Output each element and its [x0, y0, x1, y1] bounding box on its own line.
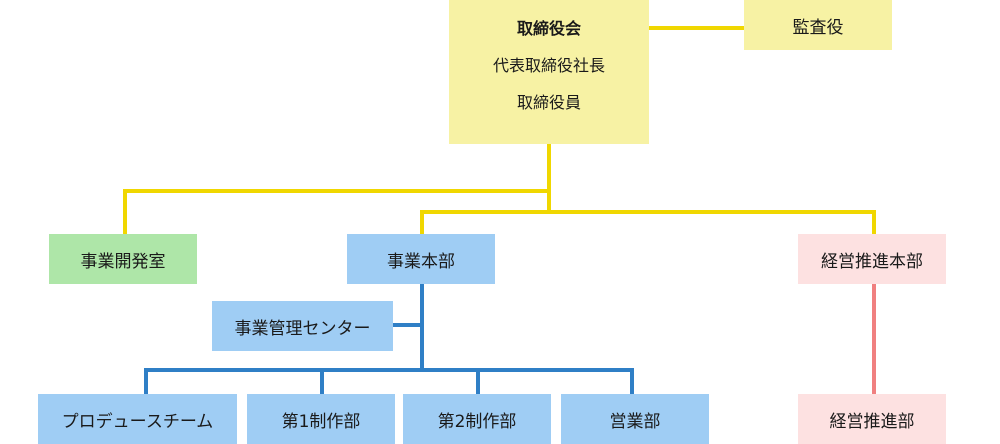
connector-branch-dev-office	[123, 189, 551, 193]
business-dev-office-box: 事業開発室	[49, 234, 197, 284]
connector-branch-depts	[144, 368, 634, 372]
connector-drop-dev-office	[123, 189, 127, 234]
production-dept-1-box: 第1制作部	[247, 394, 395, 444]
produce-team-box: プロデュースチーム	[38, 394, 237, 444]
connector-management-center	[393, 323, 424, 327]
connector-branch-hqs	[420, 210, 876, 214]
board-box: 取締役会 代表取締役社長 取締役員	[449, 0, 649, 144]
connector-board-auditor	[648, 26, 744, 30]
connector-drop-production-1	[320, 368, 324, 394]
business-management-center-box: 事業管理センター	[212, 301, 393, 351]
connector-business-hq-down	[420, 284, 424, 370]
board-member-directors: 取締役員	[516, 93, 581, 112]
connector-drop-sales	[630, 368, 634, 394]
management-promotion-dept-box: 経営推進部	[798, 394, 946, 444]
auditor-box: 監査役	[744, 0, 892, 50]
production-dept-2-box: 第2制作部	[403, 394, 551, 444]
board-title: 取締役会	[516, 19, 581, 38]
board-member-president: 代表取締役社長	[492, 56, 605, 75]
sales-dept-box: 営業部	[561, 394, 709, 444]
connector-drop-production-2	[476, 368, 480, 394]
connector-drop-business-hq	[420, 210, 424, 234]
connector-drop-promotion-hq	[872, 210, 876, 234]
connector-drop-produce-team	[144, 368, 148, 394]
business-hq-box: 事業本部	[347, 234, 495, 284]
connector-promotion-hq-down	[872, 284, 876, 394]
management-promotion-hq-box: 経営推進本部	[798, 234, 946, 284]
connector-board-down	[547, 144, 551, 212]
